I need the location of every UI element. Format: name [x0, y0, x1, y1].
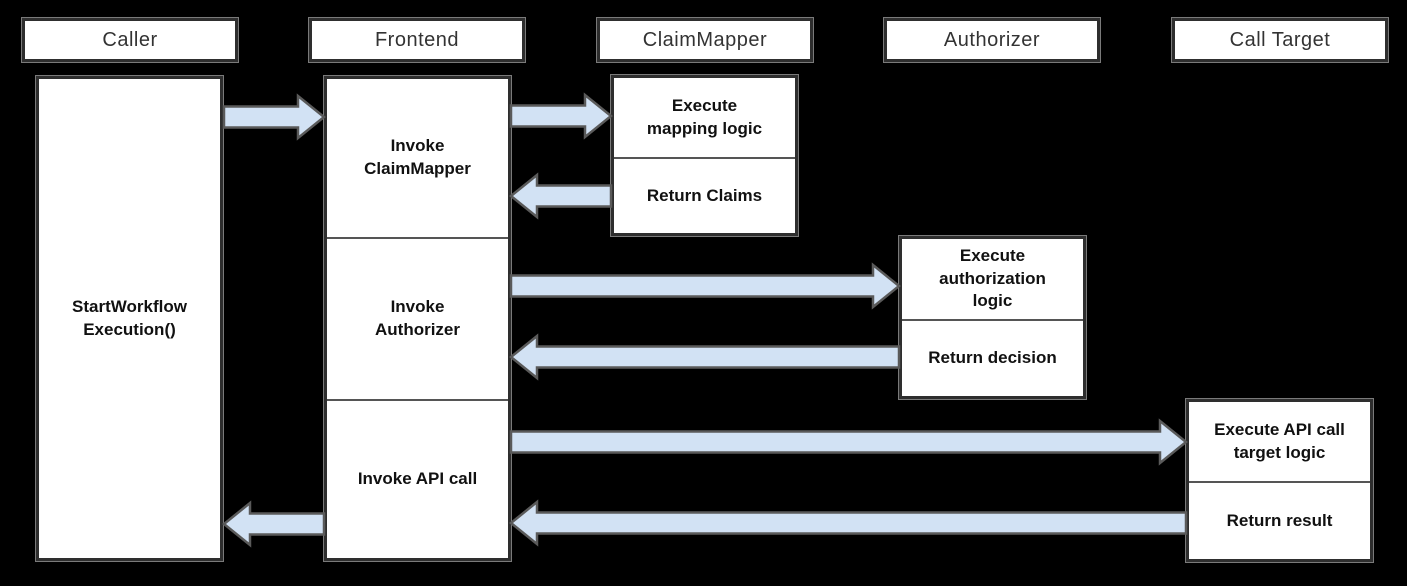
activation-claimmapper: Execute mapping logic Return Claims	[611, 75, 798, 236]
step-invoke-claimmapper: Invoke ClaimMapper	[364, 136, 471, 178]
step-execute-authorization-logic: Execute authorization logic	[939, 245, 1046, 311]
message-arrow-frontend-to-authorizer	[509, 262, 901, 310]
activation-authorizer: Execute authorization logic Return decis…	[899, 236, 1086, 399]
message-arrow-frontend-to-calltarget	[509, 418, 1188, 466]
lane-header-frontend: Frontend	[309, 18, 525, 62]
step-return-decision: Return decision	[902, 319, 1083, 396]
activation-call-target: Execute API call target logic Return res…	[1186, 399, 1373, 562]
message-arrow-calltarget-to-frontend	[509, 499, 1188, 547]
activation-caller: StartWorkflow Execution()	[36, 76, 223, 561]
step-invoke-authorizer: Invoke Authorizer	[327, 237, 508, 399]
message-arrow-caller-to-frontend	[222, 93, 326, 141]
step-return-claims: Return Claims	[614, 157, 795, 233]
step-invoke-api-call: Invoke API call	[327, 399, 508, 558]
step-start-workflow-execution: StartWorkflow Execution()	[72, 296, 187, 339]
step-execute-mapping-logic: Execute mapping logic	[646, 95, 763, 138]
lane-header-call-target: Call Target	[1172, 18, 1388, 62]
message-arrow-authorizer-to-frontend	[509, 333, 901, 381]
lane-header-claimmapper: ClaimMapper	[597, 18, 813, 62]
message-arrow-claimmapper-to-frontend	[509, 172, 613, 220]
lane-header-authorizer: Authorizer	[884, 18, 1100, 62]
step-return-result: Return result	[1189, 481, 1370, 559]
message-arrow-frontend-to-caller	[222, 500, 326, 548]
step-execute-api-call-target-logic: Execute API call target logic	[1214, 419, 1345, 462]
activation-frontend: Invoke ClaimMapper Invoke Authorizer Inv…	[324, 76, 511, 561]
lane-header-caller: Caller	[22, 18, 238, 62]
message-arrow-frontend-to-claimmapper	[509, 92, 613, 140]
